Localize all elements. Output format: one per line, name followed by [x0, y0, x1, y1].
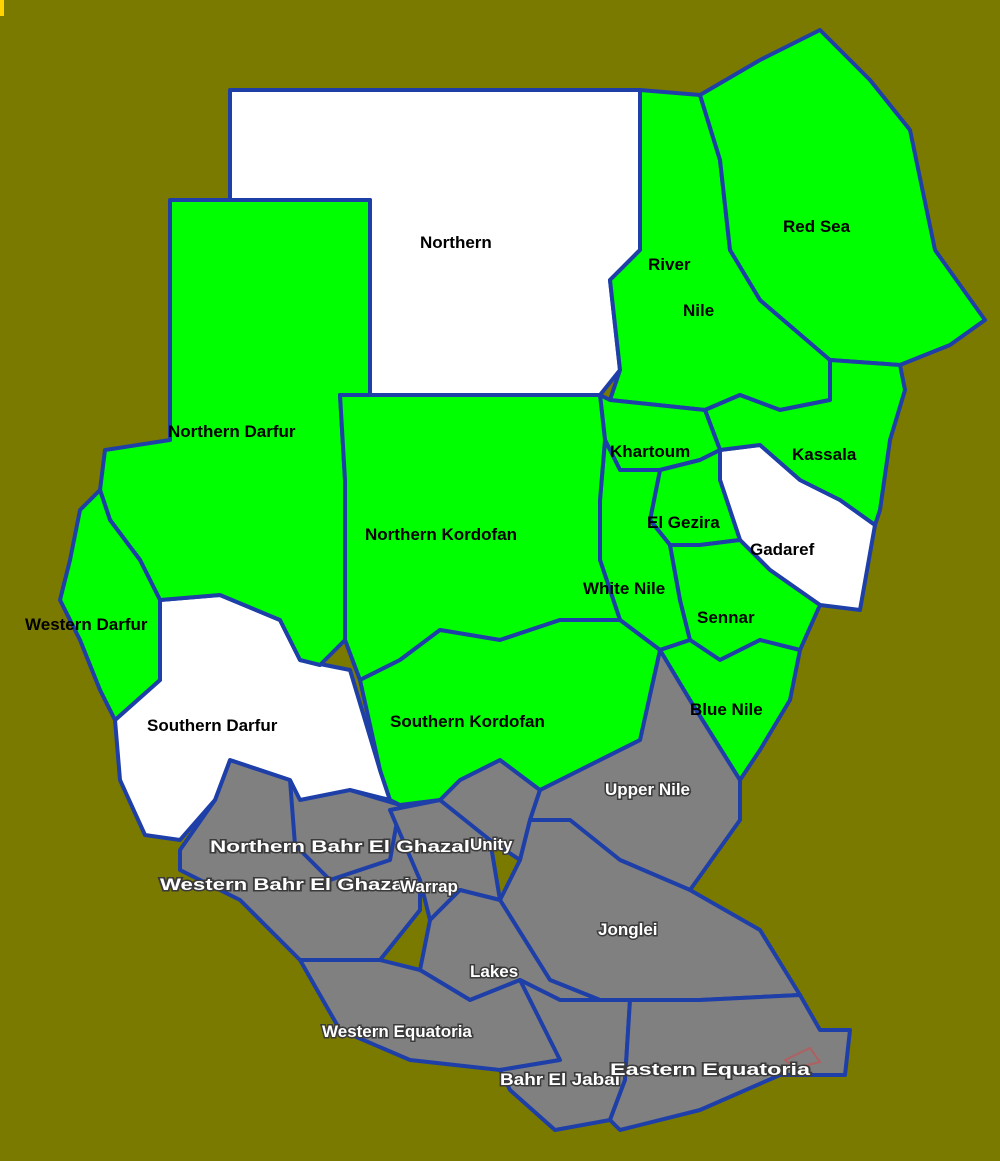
label-khartoum: Khartoum — [610, 442, 690, 461]
label-northern-kordofan: Northern Kordofan — [365, 525, 517, 544]
label-western-equatoria: Western Equatoria — [322, 1022, 472, 1041]
label-western-darfur: Western Darfur — [25, 615, 148, 634]
label-southern-darfur: Southern Darfur — [147, 716, 278, 735]
label-sennar: Sennar — [697, 608, 755, 627]
label-warrap: Warrap — [400, 877, 458, 896]
label-northern: Northern — [420, 233, 492, 252]
label-red-sea: Red Sea — [783, 217, 851, 236]
label-jonglei: Jonglei — [598, 920, 658, 939]
ilemi-marker — [783, 1046, 822, 1070]
label-southern-kordofan: Southern Kordofan — [390, 712, 545, 731]
corner-marker — [0, 0, 4, 16]
label-river: River — [648, 255, 691, 274]
region-red-sea[interactable] — [698, 28, 987, 367]
label-gadaref: Gadaref — [750, 540, 815, 559]
label-kassala: Kassala — [792, 445, 857, 464]
label-upper-nile: Upper Nile — [605, 780, 690, 799]
region-eastern-equatoria[interactable] — [608, 993, 852, 1132]
label-nile: Nile — [683, 301, 714, 320]
label-northern-darfur: Northern Darfur — [168, 422, 296, 441]
label-western-bahr-el-ghazal: Western Bahr El Ghazal — [160, 875, 410, 894]
region-western-darfur[interactable] — [58, 488, 162, 722]
label-white-nile: White Nile — [583, 579, 665, 598]
label-northern-bahr-el-ghazal: Northern Bahr El Ghazal — [210, 837, 470, 856]
region-blue-nile[interactable] — [658, 638, 802, 782]
label-blue-nile: Blue Nile — [690, 700, 763, 719]
label-bahr-el-jabal: Bahr El Jabal — [500, 1070, 620, 1089]
label-eastern-equatoria: Eastern Equatoria — [610, 1060, 811, 1079]
label-lakes: Lakes — [470, 962, 518, 981]
region-bahr-el-jabal[interactable] — [498, 978, 632, 1132]
region-southern-kordofan[interactable] — [358, 618, 662, 807]
region-kassala[interactable] — [703, 358, 907, 527]
label-unity: Unity — [470, 835, 513, 854]
label-el-gezira: El Gezira — [647, 513, 720, 532]
